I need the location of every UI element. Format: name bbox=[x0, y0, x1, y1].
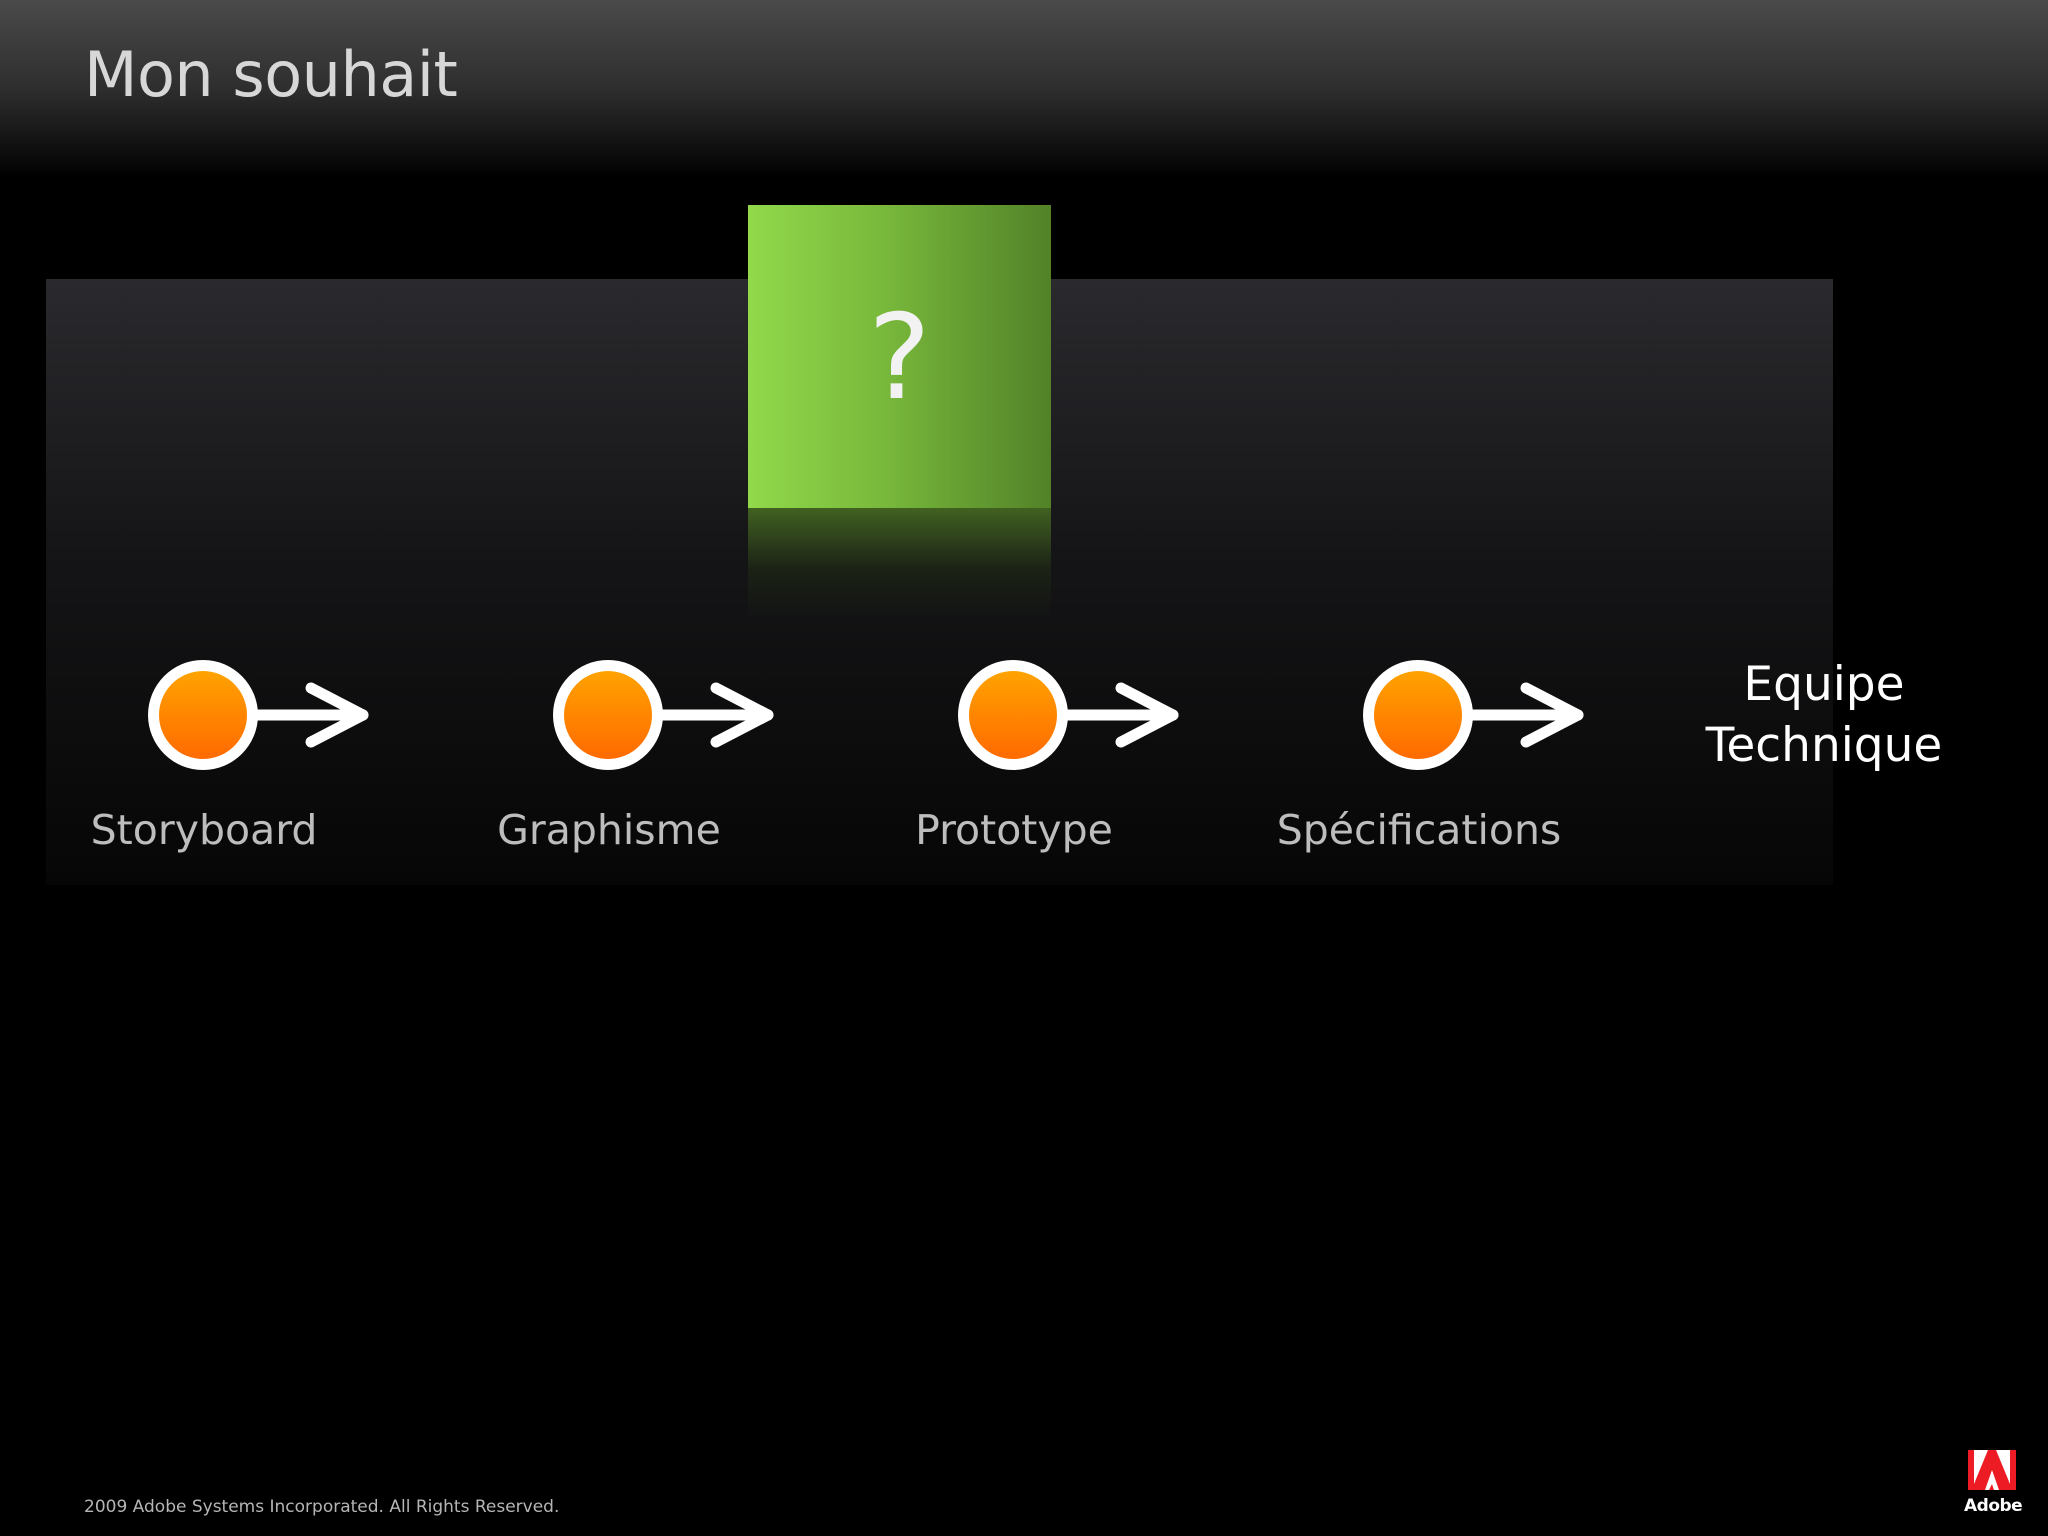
final-target-line1: Equipe bbox=[1743, 657, 1905, 712]
slide-title: Mon souhait bbox=[84, 38, 458, 111]
flow-step-graphisme bbox=[543, 650, 783, 780]
footer-copyright: 2009 Adobe Systems Incorporated. All Rig… bbox=[84, 1497, 560, 1517]
step-label-graphisme: Graphisme bbox=[497, 806, 721, 854]
header-bar bbox=[0, 0, 2048, 178]
circle-arrow-icon bbox=[958, 660, 1179, 770]
question-mark: ? bbox=[868, 287, 931, 426]
adobe-logo-icon: Adobe bbox=[1964, 1450, 2023, 1522]
adobe-logo-text: Adobe bbox=[1964, 1496, 2023, 1516]
flow-step-specifications bbox=[1353, 650, 1593, 780]
question-box: ? bbox=[748, 205, 1051, 508]
final-target-line2: Technique bbox=[1705, 718, 1943, 773]
question-box-reflection bbox=[748, 508, 1051, 618]
flow-step-prototype bbox=[948, 650, 1188, 780]
circle-arrow-icon bbox=[1363, 660, 1584, 770]
flow-step-storyboard bbox=[138, 650, 378, 780]
circle-arrow-icon bbox=[553, 660, 774, 770]
circle-arrow-icon bbox=[148, 660, 369, 770]
step-label-storyboard: Storyboard bbox=[90, 806, 318, 854]
adobe-mark bbox=[1968, 1450, 2016, 1490]
step-label-prototype: Prototype bbox=[915, 806, 1113, 854]
final-target-label: Equipe Technique bbox=[1706, 654, 1943, 776]
step-label-specifications: Spécifications bbox=[1276, 806, 1562, 854]
